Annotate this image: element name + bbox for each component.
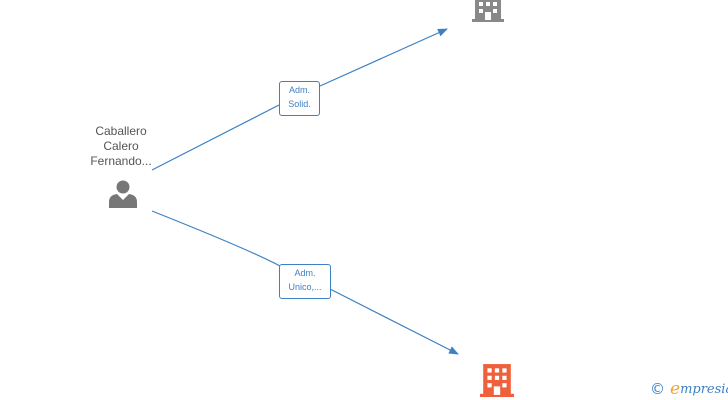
brand-name: mpresia	[680, 381, 728, 397]
relation-label-2-line-1: Adm.	[294, 268, 316, 278]
brand-logo[interactable]: © e mpresia	[650, 379, 728, 399]
edge-person-to-company-1	[151, 29, 447, 171]
copyright-icon: ©	[650, 380, 665, 398]
building-icon[interactable]	[472, 0, 504, 22]
person-name-line-1: Caballero	[95, 124, 147, 138]
person-name-line-2: Calero	[103, 139, 139, 153]
brand-initial: e	[670, 379, 681, 399]
building-icon[interactable]	[480, 363, 514, 397]
relation-label-1-line-2: Solid.	[288, 99, 311, 109]
relation-label-1-line-1: Adm.	[288, 85, 310, 95]
person-name[interactable]: Caballero Calero Fernando...	[71, 124, 171, 169]
relation-label-2[interactable]: Adm. Unico,...	[279, 264, 331, 299]
relation-label-2-line-2: Unico,...	[288, 282, 322, 292]
person-name-line-3: Fernando...	[90, 154, 152, 168]
relation-label-1[interactable]: Adm. Solid.	[279, 81, 320, 116]
edge-person-to-company-2	[151, 210, 458, 354]
person-icon[interactable]	[108, 179, 138, 209]
